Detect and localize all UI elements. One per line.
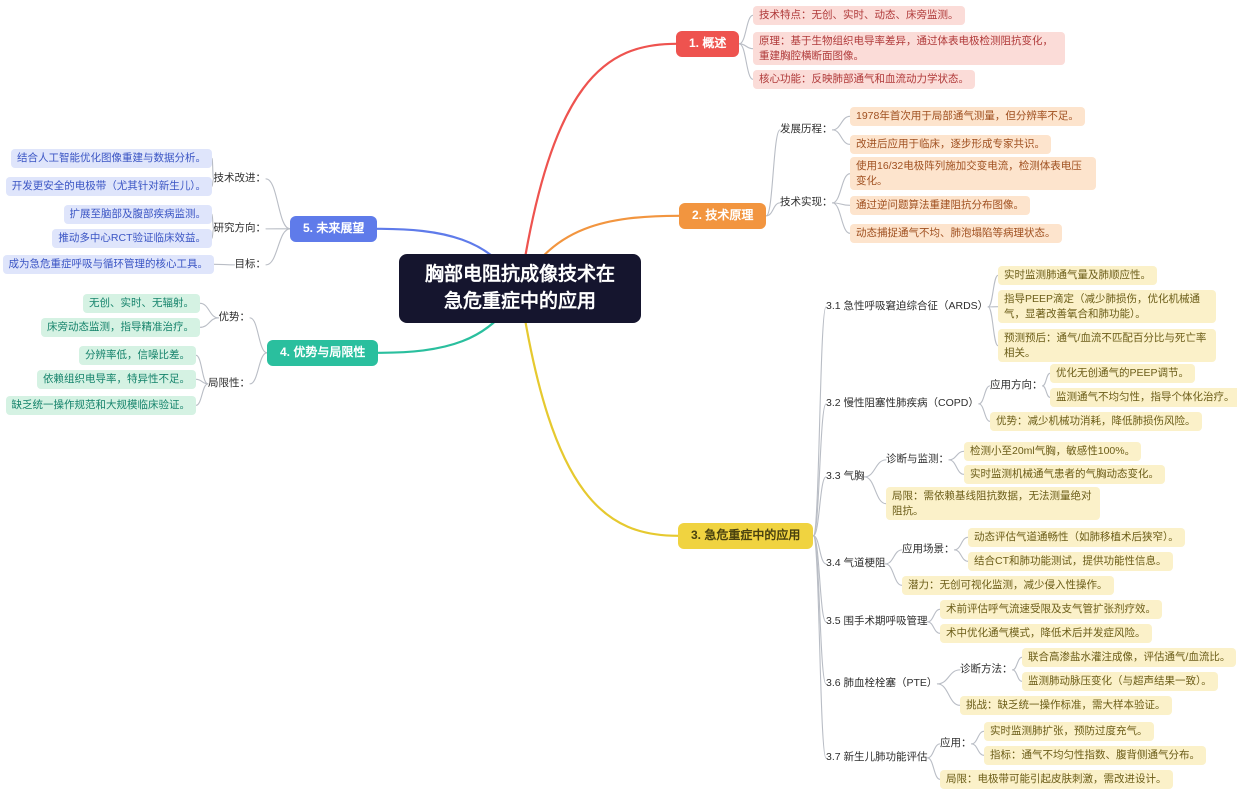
branch-future-outlook[interactable]: 5. 未来展望 — [290, 216, 378, 242]
topic-advantages[interactable]: 优势： — [218, 311, 251, 323]
topic-copd[interactable]: 3.2 慢性阻塞性肺疾病（COPD） — [826, 397, 979, 409]
topic-pneumothorax-diagnosis[interactable]: 诊断与监测： — [886, 453, 949, 465]
topic-pte[interactable]: 3.6 肺血栓栓塞（PTE） — [826, 677, 938, 689]
topic-pneumothorax-limitation[interactable]: 局限：需依赖基线阻抗数据，无法测量绝对阻抗。 — [886, 487, 1100, 521]
topic-multicenter-rct[interactable]: 推动多中心RCT验证临床效益。 — [52, 229, 212, 248]
topic-goal[interactable]: 目标： — [234, 258, 267, 270]
topic-neonatal-application[interactable]: 应用： — [940, 737, 972, 749]
topic-core-function[interactable]: 核心功能：反映肺部通气和血流动力学状态。 — [753, 70, 975, 89]
topic-perioperative-preop[interactable]: 术前评估呼气流速受限及支气管扩张剂疗效。 — [940, 600, 1162, 619]
topic-pneumothorax-sensitivity[interactable]: 检测小至20ml气胸，敏感性100%。 — [964, 442, 1142, 461]
topic-ards-monitoring[interactable]: 实时监测肺通气量及肺顺应性。 — [998, 266, 1157, 285]
topic-bedside-monitoring[interactable]: 床旁动态监测，指导精准治疗。 — [41, 318, 200, 337]
topic-pte-saline[interactable]: 联合高渗盐水灌注成像，评估通气/血流比。 — [1022, 648, 1237, 667]
topic-electrode-array[interactable]: 使用16/32电极阵列施加交变电流，检测体表电压变化。 — [850, 157, 1096, 191]
topic-airway-patency[interactable]: 动态评估气道通畅性（如肺移植术后狭窄）。 — [968, 528, 1185, 547]
topic-development-history[interactable]: 发展历程： — [780, 123, 833, 135]
topic-perioperative-intraop[interactable]: 术中优化通气模式，降低术后并发症风险。 — [940, 624, 1152, 643]
topic-tech-features[interactable]: 技术特点：无创、实时、动态、床旁监测。 — [753, 6, 965, 25]
topic-lack-of-standards[interactable]: 缺乏统一操作规范和大规模临床验证。 — [5, 396, 196, 415]
topic-technical-implementation[interactable]: 技术实现： — [780, 196, 833, 208]
branch-critical-care-applications[interactable]: 3. 急危重症中的应用 — [678, 523, 814, 549]
topic-first-use-1978[interactable]: 1978年首次用于局部通气测量，但分辨率不足。 — [850, 107, 1085, 126]
topic-neonatal-indices[interactable]: 指标：通气不均匀性指数、腹背侧通气分布。 — [984, 746, 1206, 765]
branch-technical-principle[interactable]: 2. 技术原理 — [679, 203, 767, 229]
topic-copd-advantage[interactable]: 优势：减少机械功消耗，降低肺损伤风险。 — [990, 412, 1202, 431]
topic-perioperative[interactable]: 3.5 围手术期呼吸管理 — [826, 615, 928, 627]
topic-research-direction[interactable]: 研究方向： — [213, 222, 267, 234]
topic-ards-peep[interactable]: 指导PEEP滴定（减少肺损伤，优化机械通气，显著改善氧合和肺功能）。 — [998, 290, 1216, 324]
topic-neonatal[interactable]: 3.7 新生儿肺功能评估 — [826, 751, 928, 763]
topic-copd-peep[interactable]: 优化无创通气的PEEP调节。 — [1050, 364, 1196, 383]
topic-ai-reconstruction[interactable]: 结合人工智能优化图像重建与数据分析。 — [11, 149, 212, 168]
topic-neonatal-limitation[interactable]: 局限：电极带可能引起皮肤刺激，需改进设计。 — [940, 770, 1173, 789]
topic-pte-diagnosis[interactable]: 诊断方法： — [960, 663, 1013, 675]
topic-limitations[interactable]: 局限性： — [208, 377, 250, 389]
topic-copd-uniformity[interactable]: 监测通气不均匀性，指导个体化治疗。 — [1050, 388, 1237, 407]
branch-advantages-limitations[interactable]: 4. 优势与局限性 — [267, 340, 379, 366]
topic-copd-direction[interactable]: 应用方向： — [990, 379, 1043, 391]
topic-pneumothorax[interactable]: 3.3 气胸 — [826, 470, 865, 482]
topic-airway-ct[interactable]: 结合CT和肺功能测试，提供功能性信息。 — [968, 552, 1173, 571]
topic-tech-improvement[interactable]: 技术改进： — [213, 172, 267, 184]
topic-principle[interactable]: 原理：基于生物组织电导率差异，通过体表电极检测阻抗变化，重建胸腔横断面图像。 — [753, 32, 1065, 66]
topic-airway-potential[interactable]: 潜力：无创可视化监测，减少侵入性操作。 — [902, 576, 1114, 595]
central-topic[interactable]: 胸部电阻抗成像技术在 急危重症中的应用 — [399, 254, 641, 324]
topic-ards[interactable]: 3.1 急性呼吸窘迫综合征（ARDS） — [826, 300, 989, 312]
topic-pte-challenge[interactable]: 挑战：缺乏统一操作标准，需大样本验证。 — [960, 696, 1172, 715]
topic-dynamic-capture[interactable]: 动态捕捉通气不均、肺泡塌陷等病理状态。 — [850, 224, 1062, 243]
topic-brain-abdomen[interactable]: 扩展至脑部及腹部疾病监测。 — [63, 205, 212, 224]
topic-core-tool[interactable]: 成为急危重症呼吸与循环管理的核心工具。 — [2, 255, 214, 274]
topic-inverse-problem[interactable]: 通过逆问题算法重建阻抗分布图像。 — [850, 196, 1030, 215]
topic-airway-obstruction[interactable]: 3.4 气道梗阻 — [826, 557, 886, 569]
topic-pneumothorax-dynamic[interactable]: 实时监测机械通气患者的气胸动态变化。 — [964, 465, 1165, 484]
branch-overview[interactable]: 1. 概述 — [676, 31, 740, 57]
topic-safer-electrodes[interactable]: 开发更安全的电极带（尤其针对新生儿）。 — [5, 177, 212, 196]
topic-noninvasive[interactable]: 无创、实时、无辐射。 — [83, 294, 200, 313]
topic-pte-pressure[interactable]: 监测肺动脉压变化（与超声结果一致）。 — [1022, 672, 1218, 691]
topic-neonatal-expansion[interactable]: 实时监测肺扩张，预防过度充气。 — [984, 722, 1154, 741]
topic-clinical-consensus[interactable]: 改进后应用于临床，逐步形成专家共识。 — [850, 135, 1051, 154]
topic-airway-scenarios[interactable]: 应用场景： — [902, 543, 955, 555]
central-topic-line1: 胸部电阻抗成像技术在 — [424, 264, 615, 285]
topic-conductivity-dependence[interactable]: 依赖组织电导率，特异性不足。 — [37, 370, 196, 389]
central-topic-line2: 急危重症中的应用 — [443, 290, 596, 312]
topic-ards-prognosis[interactable]: 预测预后：通气/血流不匹配百分比与死亡率相关。 — [998, 329, 1216, 363]
topic-low-resolution[interactable]: 分辨率低，信噪比差。 — [79, 346, 196, 365]
